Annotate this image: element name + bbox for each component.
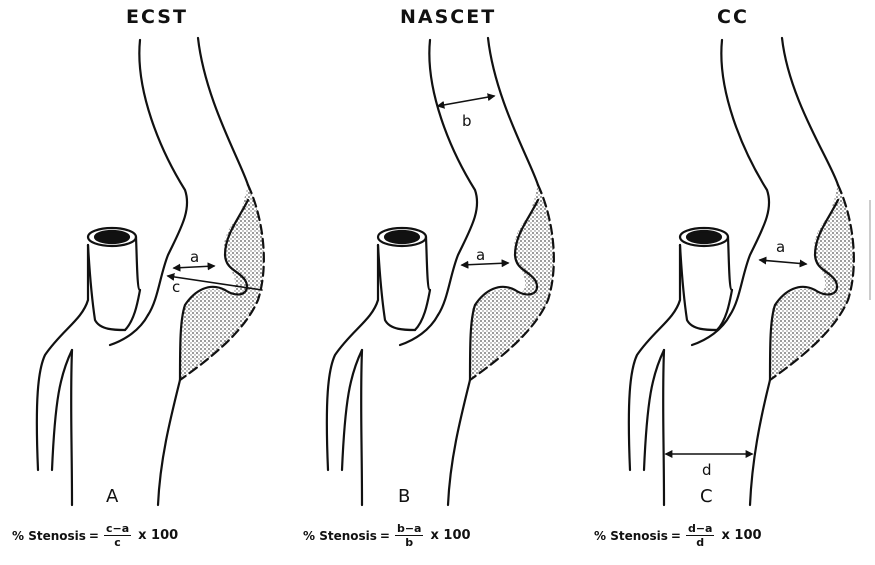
panel-ecst-drawing (37, 38, 264, 505)
fraction-numerator: b−a (395, 522, 424, 536)
formula-lead: % Stenosis (303, 529, 377, 543)
panel-nascet-drawing (327, 38, 554, 505)
measure-b-line (438, 96, 494, 106)
ica-wall-left-a (139, 40, 187, 315)
formula-ecst: % Stenosis= c−a c x 100 (12, 522, 178, 549)
formula-nascet: % Stenosis= b−a b x 100 (303, 522, 471, 549)
measure-a-line-a (174, 266, 214, 268)
plaque-b (470, 185, 554, 380)
formula-lead: % Stenosis (12, 529, 86, 543)
title-nascet: NASCET (400, 6, 496, 28)
formula-cc: % Stenosis= d−a d x 100 (594, 522, 762, 549)
formula-lead: % Stenosis (594, 529, 668, 543)
fraction-denominator: b (405, 536, 413, 549)
panel-letter-b: B (398, 486, 410, 507)
label-c-panel-a: c (172, 278, 180, 296)
panel-cc-drawing (629, 38, 854, 505)
title-ecst: ECST (126, 6, 188, 28)
label-a-panel-c: a (776, 238, 785, 256)
fraction-denominator: c (114, 536, 121, 549)
fraction: b−a b (395, 522, 424, 549)
fraction-numerator: d−a (686, 522, 715, 536)
fraction: d−a d (686, 522, 715, 549)
formula-tail: x 100 (721, 528, 761, 543)
label-a-panel-b: a (476, 246, 485, 264)
label-b-panel-b: b (462, 112, 472, 130)
label-d-panel-c: d (702, 461, 712, 479)
label-a-panel-a: a (190, 248, 199, 266)
plaque-c (770, 185, 854, 380)
panel-letter-c: C (700, 486, 713, 507)
cca-wall-left-a (71, 350, 72, 505)
fraction-numerator: c−a (104, 522, 131, 536)
cca-wall-right-a (158, 380, 180, 505)
title-cc: CC (717, 6, 749, 28)
fraction: c−a c (104, 522, 131, 549)
fraction-denominator: d (696, 536, 704, 549)
ica-wall-right-a (198, 38, 248, 185)
formula-tail: x 100 (430, 528, 470, 543)
plaque-a (180, 185, 264, 380)
measure-a-line-c (760, 260, 806, 264)
formula-tail: x 100 (138, 528, 178, 543)
panel-letter-a: A (106, 486, 118, 507)
eca-a (88, 245, 125, 330)
